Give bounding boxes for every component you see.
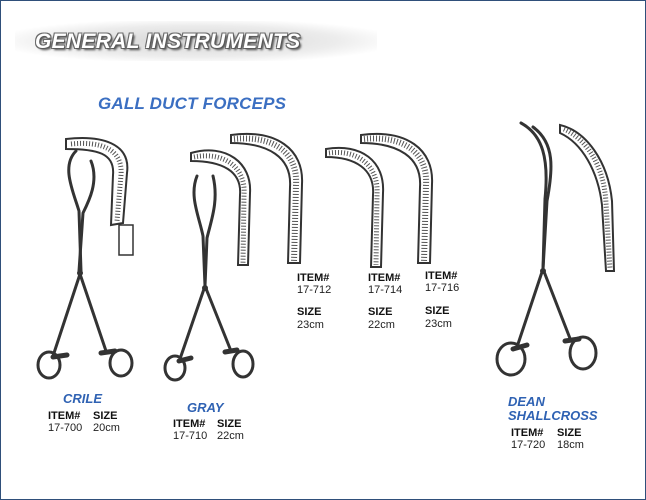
item-17-716-size: 23cm <box>425 318 452 330</box>
gray-size-header: SIZE <box>217 418 242 430</box>
gray-item-number: 17-710 <box>173 430 208 442</box>
banner-glow <box>15 21 377 61</box>
item-17-714-header: ITEM# <box>368 272 401 284</box>
jaw-17-716 <box>360 133 434 264</box>
crile-name: CRILE <box>63 391 102 406</box>
dean-shallcross-item-number: 17-720 <box>511 439 546 451</box>
dean-shallcross-jaw-detail <box>559 123 616 272</box>
dean-shallcross-size-header: SIZE <box>557 427 582 439</box>
dean-shallcross-item-header: ITEM# <box>511 427 544 439</box>
crile-forceps-illustration <box>36 149 134 380</box>
dean-shallcross-name-line1: DEAN <box>508 394 545 409</box>
gray-size-value: 22cm <box>217 430 244 442</box>
item-17-714-size: 22cm <box>368 319 395 331</box>
item-17-716-size-header: SIZE <box>425 305 450 317</box>
crile-size-value: 20cm <box>93 422 120 434</box>
item-17-714-number: 17-714 <box>368 284 403 296</box>
section-title: GALL DUCT FORCEPS <box>98 94 287 113</box>
jaw-17-712-large <box>230 133 304 264</box>
crile-item-number: 17-700 <box>48 422 83 434</box>
crile-item-header: ITEM# <box>48 410 81 422</box>
gray-forceps-illustration <box>163 174 255 382</box>
banner: GENERAL INSTRUMENTS <box>15 21 377 61</box>
item-17-712-number: 17-712 <box>297 284 332 296</box>
dean-shallcross-name-line2: SHALLCROSS <box>508 408 598 423</box>
gray-item-header: ITEM# <box>173 418 206 430</box>
jaw-17-714 <box>325 146 385 268</box>
crile-size-header: SIZE <box>93 410 118 422</box>
dean-shallcross-size-value: 18cm <box>557 439 584 451</box>
item-17-714-size-header: SIZE <box>368 306 393 318</box>
gray-name: GRAY <box>187 400 224 415</box>
item-17-712-size-header: SIZE <box>297 306 322 318</box>
dean-shallcross-forceps-illustration <box>495 121 598 377</box>
item-17-712-size: 23cm <box>297 319 324 331</box>
banner-title: GENERAL INSTRUMENTS <box>35 30 301 53</box>
item-17-716-header: ITEM# <box>425 270 458 282</box>
jaw-17-712-small <box>190 149 252 266</box>
item-17-716-number: 17-716 <box>425 282 460 294</box>
crile-jaw-detail <box>65 137 134 256</box>
item-17-712-header: ITEM# <box>297 272 330 284</box>
